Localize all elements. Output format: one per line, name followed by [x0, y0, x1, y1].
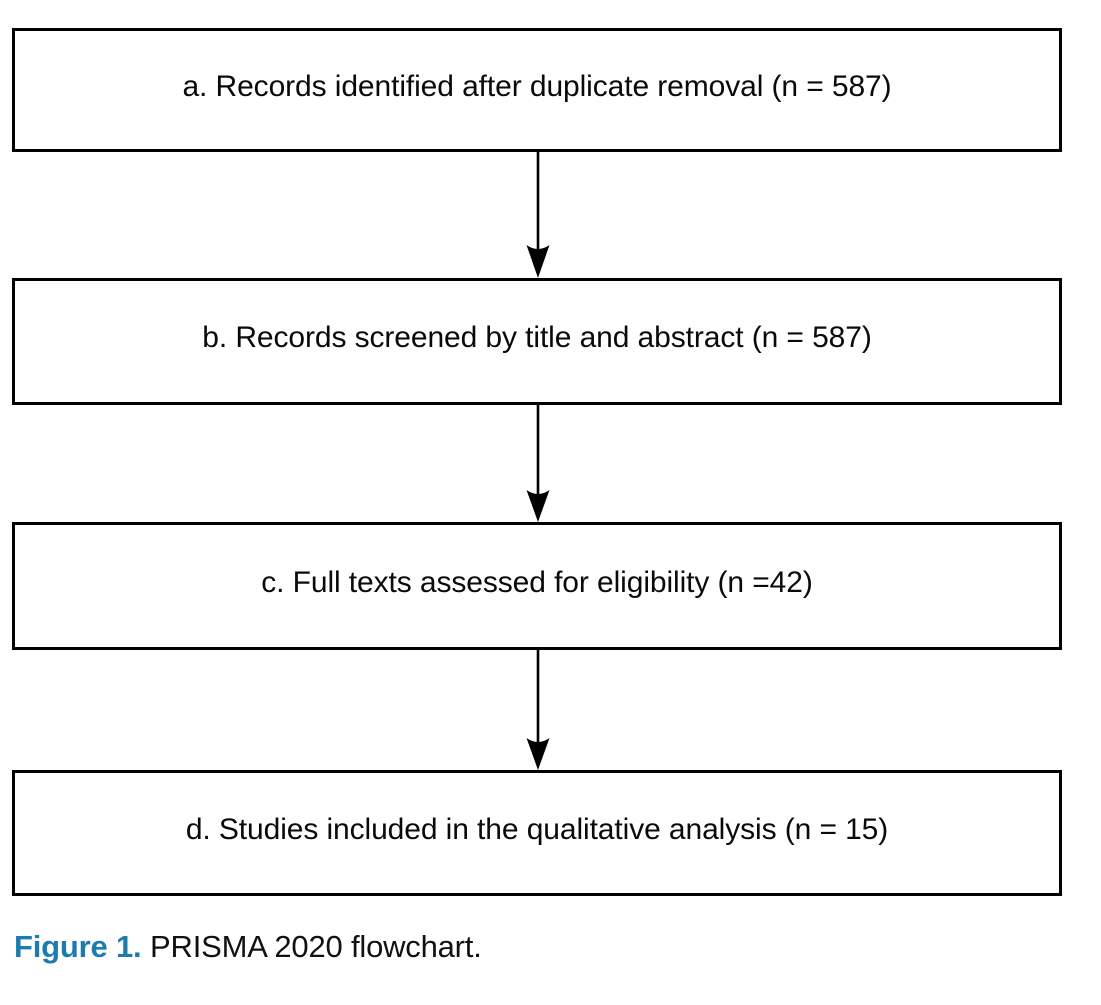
flow-arrow-b-to-c — [523, 405, 553, 522]
flow-arrow-a-to-b — [523, 152, 553, 278]
figure-caption: Figure 1. PRISMA 2020 flowchart. — [14, 925, 1084, 969]
flow-node-a: a. Records identified after duplicate re… — [12, 28, 1062, 152]
flow-node-d: d. Studies included in the qualitative a… — [12, 770, 1062, 896]
flow-node-d-label: d. Studies included in the qualitative a… — [185, 812, 889, 846]
figure-caption-label: Figure 1. — [14, 929, 142, 964]
flow-node-c: c. Full texts assessed for eligibility (… — [12, 522, 1062, 650]
flow-node-b: b. Records screened by title and abstrac… — [12, 278, 1062, 405]
flow-node-c-label: c. Full texts assessed for eligibility (… — [261, 565, 813, 599]
flow-node-a-label: a. Records identified after duplicate re… — [182, 69, 892, 103]
flow-node-b-label: b. Records screened by title and abstrac… — [202, 321, 872, 355]
figure-caption-text: PRISMA 2020 flowchart. — [150, 929, 482, 964]
flow-arrow-c-to-d — [523, 650, 553, 770]
